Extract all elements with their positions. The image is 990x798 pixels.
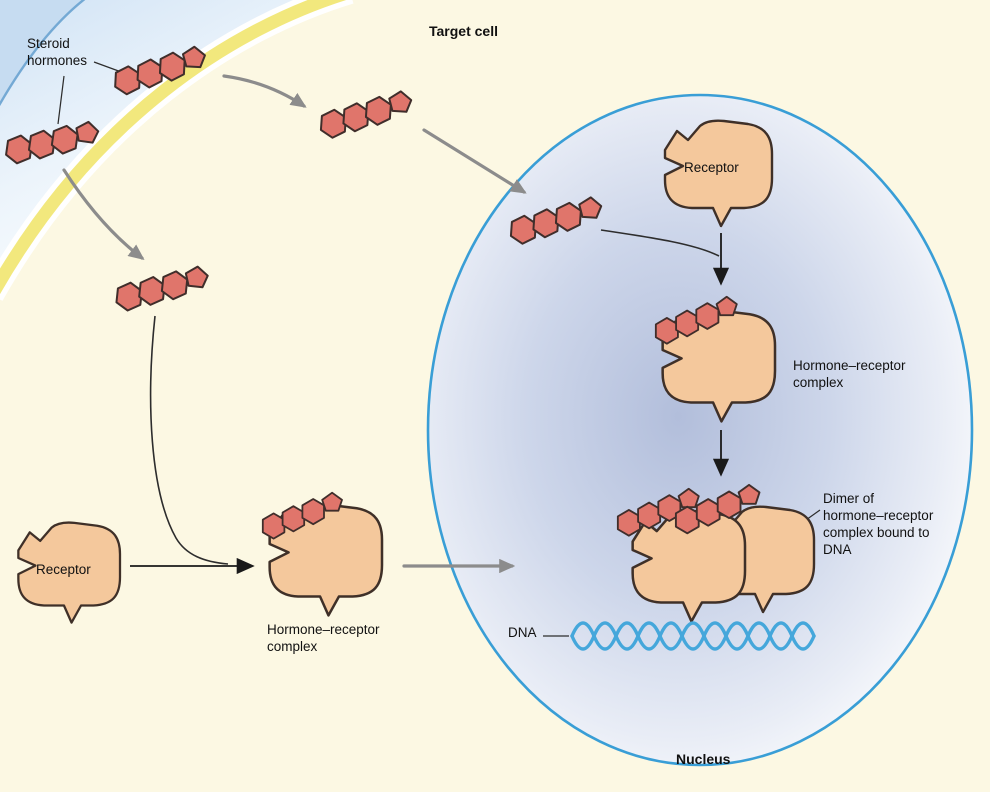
receptor-nucleus-label: Receptor [684,160,739,175]
connectors [57,61,821,637]
target-cell-label: Target cell [429,23,498,39]
complex-nucleus-label: Hormone–receptor complex [793,358,906,391]
plasma-membrane [0,0,354,301]
adjacent-cell-corner [0,0,84,104]
line-nuclear-hormone-to-receptor [600,229,720,257]
receptor-cytoplasm-label: Receptor [36,562,91,577]
extracellular-space [0,0,327,282]
steroid-label-leader-2 [57,75,65,125]
line-hormone-to-receptor [149,315,229,565]
arrow-hormone-into-cytoplasm [62,168,145,260]
nucleus-label: Nucleus [676,751,731,767]
steroid-hormones-label: Steroid hormones [27,36,88,69]
dimer-label: Dimer of hormone–receptor complex bound … [823,491,934,558]
dna-helix [570,621,816,651]
arrow-hormone-across-membrane-top [222,74,307,108]
membrane-lipid-band [0,0,347,295]
dna-label: DNA [508,625,537,640]
dna-strand-2 [570,621,816,651]
adjacent-cell-edge [0,0,86,107]
nucleus-envelope [426,93,974,767]
dna-strand-1 [570,621,816,651]
arrow-hormone-into-nucleus [422,128,527,194]
complex-cytoplasm-label: Hormone–receptor complex [267,622,380,655]
